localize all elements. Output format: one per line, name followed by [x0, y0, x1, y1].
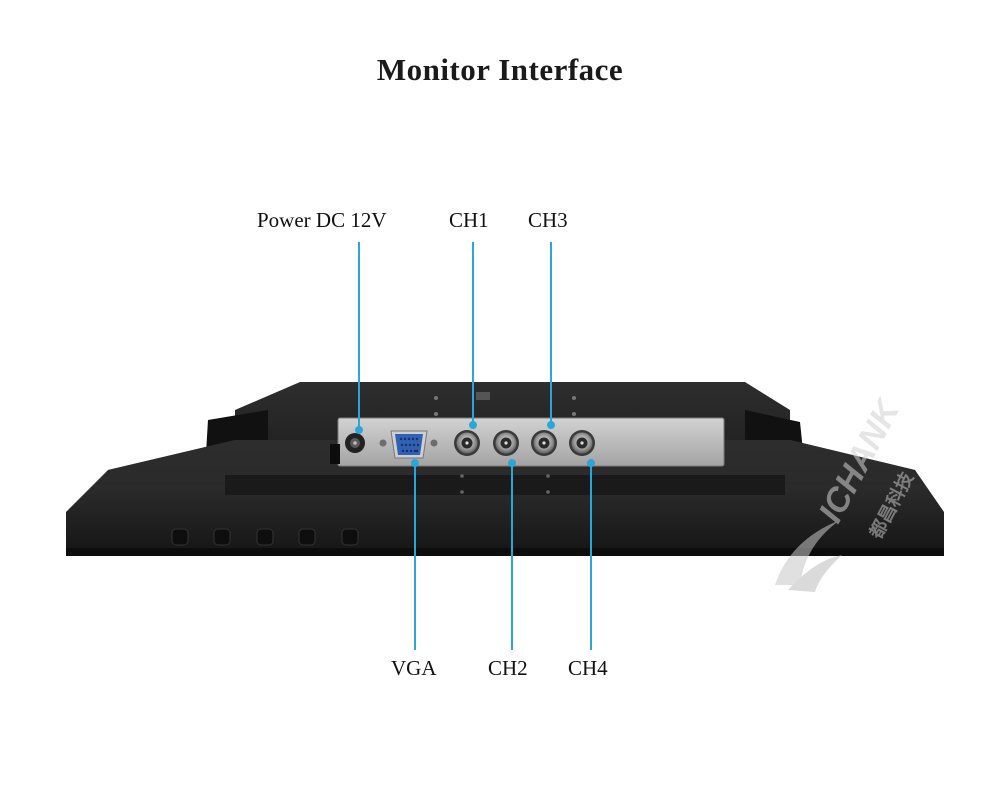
front-button [341, 528, 359, 546]
bnc-connector-ch1 [454, 430, 480, 456]
front-panel-buttons [171, 528, 359, 546]
label-ch1: CH1 [449, 208, 489, 232]
page-title: Monitor Interface [376, 52, 624, 87]
front-button [298, 528, 316, 546]
bnc-connector-ch4 [569, 430, 595, 456]
label-ch4: CH4 [568, 656, 608, 680]
front-button [171, 528, 189, 546]
front-button [256, 528, 274, 546]
dc-power-jack [345, 433, 365, 453]
vga-port [379, 430, 438, 459]
front-button [213, 528, 231, 546]
label-power-dc: Power DC 12V [257, 208, 387, 232]
monitor-body [66, 382, 944, 556]
label-ch3: CH3 [528, 208, 568, 232]
connector-panel [330, 417, 725, 467]
callout-lines [355, 242, 595, 650]
label-ch2: CH2 [488, 656, 528, 680]
label-vga: VGA [391, 656, 437, 680]
bnc-connector-ch2 [493, 430, 519, 456]
bnc-connector-ch3 [531, 430, 557, 456]
